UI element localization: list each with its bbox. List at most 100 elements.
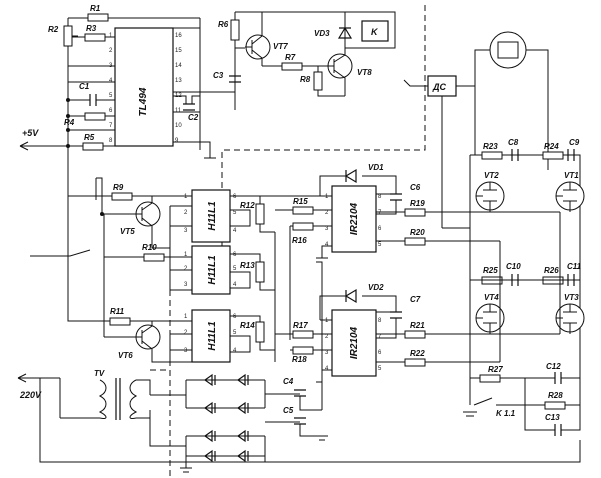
motor-brush: [497, 41, 519, 59]
pin-6: 6: [233, 194, 237, 200]
label-vt3: VT3: [564, 293, 579, 302]
pin-1: 1: [184, 252, 188, 258]
transistor-vt6-leads: [104, 321, 192, 363]
label-vt6: VT6: [118, 351, 133, 360]
arrow: [19, 141, 29, 151]
wire: [67, 150, 192, 260]
wire: [67, 260, 192, 322]
label-r5: R5: [84, 133, 95, 142]
pin-6: 6: [109, 108, 113, 114]
label-r27: R27: [488, 365, 503, 374]
transistor-vt3-leads: [556, 304, 577, 334]
ground: [173, 141, 216, 159]
label-r9: R9: [113, 183, 124, 192]
pin-8: 8: [378, 318, 382, 324]
wire: [345, 11, 396, 49]
label-r3: R3: [86, 24, 97, 33]
label-r1: R1: [90, 4, 101, 13]
resistor-r7: [281, 62, 303, 71]
resistor-r3: [84, 33, 106, 42]
transformer-core: [115, 378, 121, 420]
transistor-vt7-leads: [245, 35, 263, 66]
pin-5: 5: [378, 366, 382, 372]
junction: [66, 128, 70, 132]
pin-1: 1: [184, 314, 188, 320]
wire: [67, 17, 201, 150]
pin-4: 4: [109, 78, 113, 84]
wire: [317, 66, 345, 97]
diode: [203, 429, 216, 443]
label-c2: C2: [188, 113, 199, 122]
label-c11: C11: [567, 262, 582, 271]
pin-4: 4: [233, 228, 237, 234]
resistor-r11: [109, 317, 131, 326]
pin-2: 2: [325, 334, 329, 340]
capacitor-c7: [390, 311, 402, 319]
pin-8: 8: [109, 138, 113, 144]
wire: [230, 315, 275, 353]
relay-contact: [469, 397, 525, 406]
pin-10: 10: [175, 123, 182, 129]
label-r10: R10: [142, 243, 157, 252]
label-r16: R16: [292, 236, 307, 245]
pin-6: 6: [378, 350, 382, 356]
label-c5: C5: [283, 406, 294, 415]
diode: [203, 401, 216, 415]
label-r11: R11: [110, 307, 125, 316]
wire: [376, 200, 397, 215]
label-vt4: VT4: [484, 293, 499, 302]
diode: [236, 401, 249, 415]
pin-7: 7: [109, 123, 113, 129]
pin-2: 2: [325, 210, 329, 216]
pin-4: 4: [233, 348, 237, 354]
diode-vd3: [337, 26, 353, 39]
capacitor-c8: [511, 149, 519, 161]
resistor-r18: [292, 346, 314, 355]
opto-1-label: H11L1: [207, 201, 218, 231]
junction: [66, 114, 70, 118]
label-r13: R13: [240, 261, 255, 270]
label-c4: C4: [283, 377, 294, 386]
resistor-r15: [292, 206, 314, 215]
diode: [203, 373, 216, 387]
wire: [173, 48, 236, 110]
ir2104-pins: 1 2 3 4 8 7 6 5 1 2 3 4 8 7 6 5: [325, 194, 382, 372]
label-c9: C9: [569, 138, 580, 147]
label-r20: R20: [410, 228, 425, 237]
label-r15: R15: [293, 197, 308, 206]
pin-9: 9: [175, 138, 179, 144]
opto-1: [191, 189, 231, 243]
label-c1: C1: [79, 82, 90, 91]
transistor-vt5-leads: [102, 196, 170, 249]
ir2104-upper: [331, 185, 377, 253]
opto-3-label: H11L1: [207, 321, 218, 351]
capacitor-c4: [294, 389, 306, 397]
pin-2: 2: [109, 48, 113, 54]
label-r7: R7: [285, 53, 296, 62]
junction: [66, 98, 70, 102]
pin-3: 3: [184, 282, 188, 288]
label-vd1: VD1: [368, 163, 384, 172]
relay-coil: [361, 20, 389, 42]
capacitor-c2: [183, 103, 195, 111]
pin-11: 11: [175, 108, 182, 114]
resistor-r12: [255, 203, 265, 225]
resistor-r2: [63, 25, 73, 47]
rectifier-1-frame: [185, 379, 266, 409]
pin-6: 6: [233, 314, 237, 320]
label-c13: C13: [545, 413, 560, 422]
transformer-label: TV: [94, 369, 105, 378]
wire: [150, 393, 300, 396]
transistor-vt2-leads: [476, 182, 497, 212]
label-r21: R21: [410, 321, 425, 330]
pin-4: 4: [233, 282, 237, 288]
relay-contact-label: K 1.1: [496, 409, 516, 418]
wire: [230, 253, 275, 291]
label-c12: C12: [546, 362, 561, 371]
pin-5: 5: [378, 242, 382, 248]
label-r8: R8: [300, 75, 311, 84]
capacitor-c9: [567, 149, 575, 161]
pin-15: 15: [175, 48, 182, 54]
label-vt5: VT5: [120, 227, 135, 236]
